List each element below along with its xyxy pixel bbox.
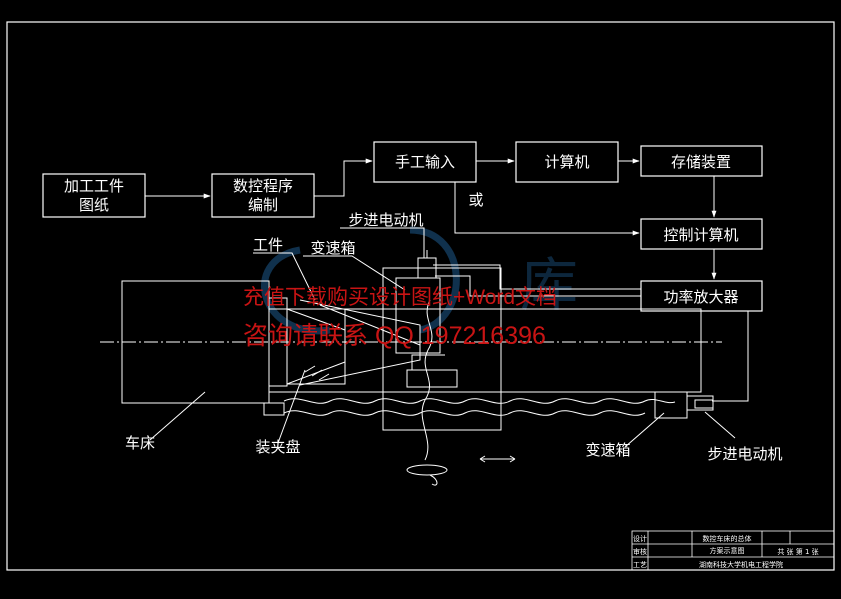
box-workpiece-drawing: 加工工件 图纸 xyxy=(42,173,146,218)
flow-arrows xyxy=(145,158,749,402)
tb-design: 设计 xyxy=(633,534,647,543)
svg-text:控制计算机: 控制计算机 xyxy=(663,226,738,244)
svg-text:数控程序: 数控程序 xyxy=(233,177,293,195)
box-control-computer: 控制计算机 xyxy=(640,218,763,250)
tb-footer: 湖南科技大学机电工程学院 xyxy=(699,560,783,569)
svg-text:库: 库 xyxy=(520,251,578,319)
tb-title-1: 数控车床的总体 xyxy=(703,534,752,543)
watermark-line-1: 充值下载购买设计图纸+Word文档 xyxy=(243,286,557,309)
label-chuck: 装夹盘 xyxy=(255,438,300,456)
label-gearbox-top: 变速箱 xyxy=(310,239,355,257)
box-power-amplifier: 功率放大器 xyxy=(640,280,763,312)
svg-text:手工输入: 手工输入 xyxy=(395,153,455,171)
svg-text:计算机: 计算机 xyxy=(544,153,589,171)
label-lathe: 车床 xyxy=(125,434,155,452)
label-gearbox-bottom: 变速箱 xyxy=(585,441,630,459)
lathe-drawing xyxy=(100,250,722,486)
svg-text:功率放大器: 功率放大器 xyxy=(663,288,738,306)
svg-text:编制: 编制 xyxy=(248,196,278,214)
svg-text:图纸: 图纸 xyxy=(79,196,109,214)
tb-title-2: 方案示意图 xyxy=(710,546,745,555)
leader-lines xyxy=(149,227,736,448)
label-stepper-motor-bottom: 步进电动机 xyxy=(707,445,782,463)
tb-check: 审核 xyxy=(633,547,647,556)
tb-page-info: 共 张 第 1 张 xyxy=(777,547,818,556)
box-computer: 计算机 xyxy=(515,141,619,183)
label-stepper-motor-top: 步进电动机 xyxy=(348,211,423,229)
box-manual-input: 手工输入 xyxy=(373,141,477,183)
drawing-border xyxy=(6,21,835,571)
watermark-logo: 库 xyxy=(260,226,578,335)
svg-text:加工工件: 加工工件 xyxy=(64,177,124,195)
box-storage: 存储装置 xyxy=(640,145,763,177)
tb-process: 工艺 xyxy=(633,561,647,569)
label-or: 或 xyxy=(468,191,483,209)
svg-text:存储装置: 存储装置 xyxy=(671,153,731,171)
label-workpiece: 工件 xyxy=(253,236,283,254)
title-block xyxy=(631,530,835,571)
box-nc-programming: 数控程序 编制 xyxy=(211,173,315,218)
watermark-line-2: 咨询请联系 QQ 197216396 xyxy=(243,322,546,350)
